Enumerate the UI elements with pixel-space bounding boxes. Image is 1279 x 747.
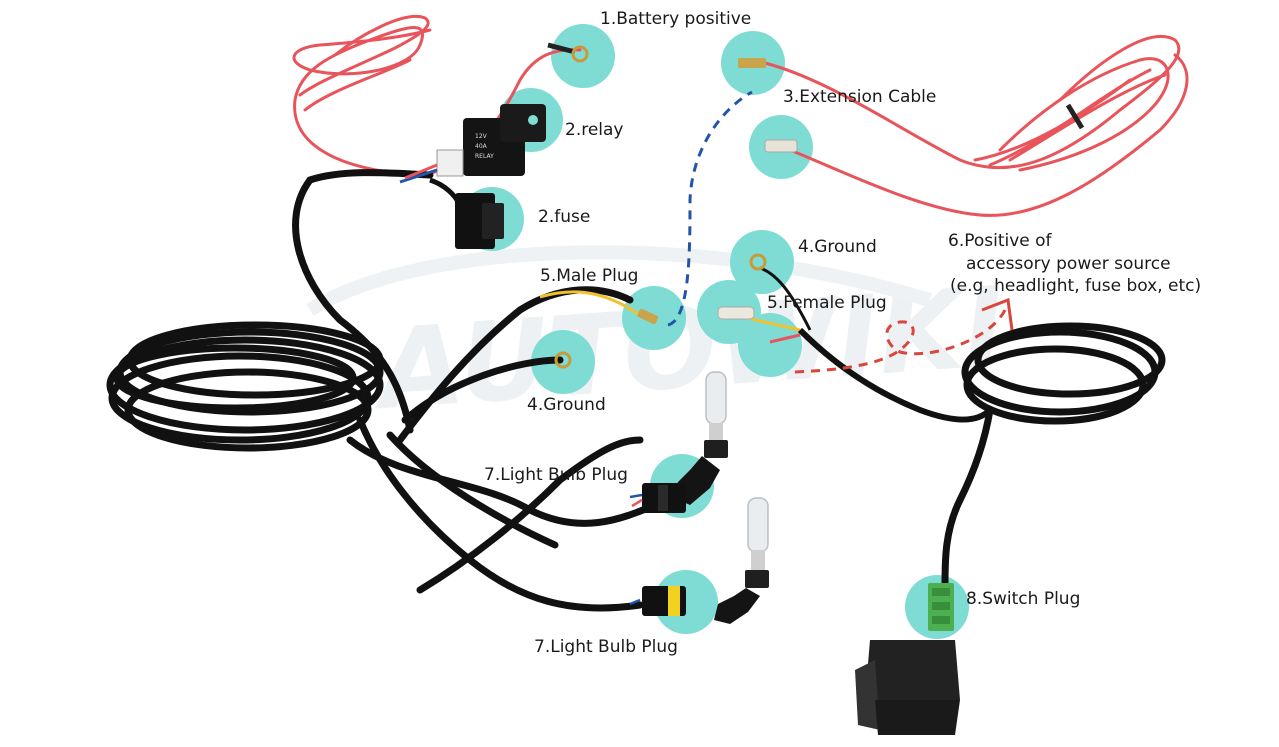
relay-print-1: 12V	[475, 133, 488, 140]
black-harness-coil	[106, 321, 384, 452]
label-extension-cable: 3.Extension Cable	[783, 87, 937, 107]
highlight-ground-lower	[531, 330, 595, 394]
highlight-battery-terminal	[551, 24, 615, 88]
label-light-bulb-plug-upper: 7.Light Bulb Plug	[484, 465, 628, 485]
battery-ring-terminal	[547, 42, 576, 55]
label-relay: 2.relay	[565, 120, 624, 140]
battery-ring-eye	[571, 45, 589, 63]
label-female-plug: 5.Female Plug	[767, 293, 887, 313]
light-bulb-lower	[642, 497, 769, 624]
extension-coil-tie	[1065, 103, 1085, 130]
relay-wires	[399, 163, 438, 184]
label-positive-line3: (e.g, headlight, fuse box, etc)	[950, 276, 1202, 296]
relay-print-2: 40A	[475, 143, 488, 150]
label-ground-upper: 4.Ground	[798, 237, 877, 257]
switch-harness-coil	[941, 322, 1166, 589]
male-plug-yellow-wire	[539, 290, 641, 317]
label-ground-lower: 4.Ground	[527, 395, 606, 415]
relay-body: 12V 40A RELAY	[436, 104, 546, 177]
fuse-holder	[429, 177, 504, 249]
red-dashed-arrow	[794, 297, 1014, 374]
extension-terminals	[738, 58, 798, 153]
label-switch-plug: 8.Switch Plug	[966, 589, 1081, 609]
label-fuse: 2.fuse	[538, 207, 591, 227]
switch-plug	[928, 583, 954, 631]
ground-upper-ring	[749, 253, 767, 271]
label-battery-positive: 1.Battery positive	[600, 9, 752, 29]
label-positive-line2: accessory power source	[966, 254, 1171, 274]
rocker-switch	[855, 640, 960, 735]
ground-lower-ring	[554, 351, 572, 369]
female-plug-sleeve	[717, 306, 755, 320]
label-light-bulb-plug-lower: 7.Light Bulb Plug	[534, 637, 678, 657]
blue-dashed-path	[667, 90, 753, 327]
watermark-swoosh	[306, 245, 933, 316]
extension-cable-red	[763, 34, 1189, 217]
male-plug-terminal	[637, 308, 659, 325]
label-positive-line1: 6.Positive of	[948, 231, 1052, 251]
black-harness-main-runs	[292, 169, 659, 612]
light-bulb-upper	[642, 371, 728, 513]
relay-print-3: RELAY	[475, 153, 494, 160]
highlight-female-plug-b	[738, 313, 802, 377]
bulb-plug-wires	[629, 493, 643, 606]
label-male-plug: 5.Male Plug	[540, 266, 639, 286]
